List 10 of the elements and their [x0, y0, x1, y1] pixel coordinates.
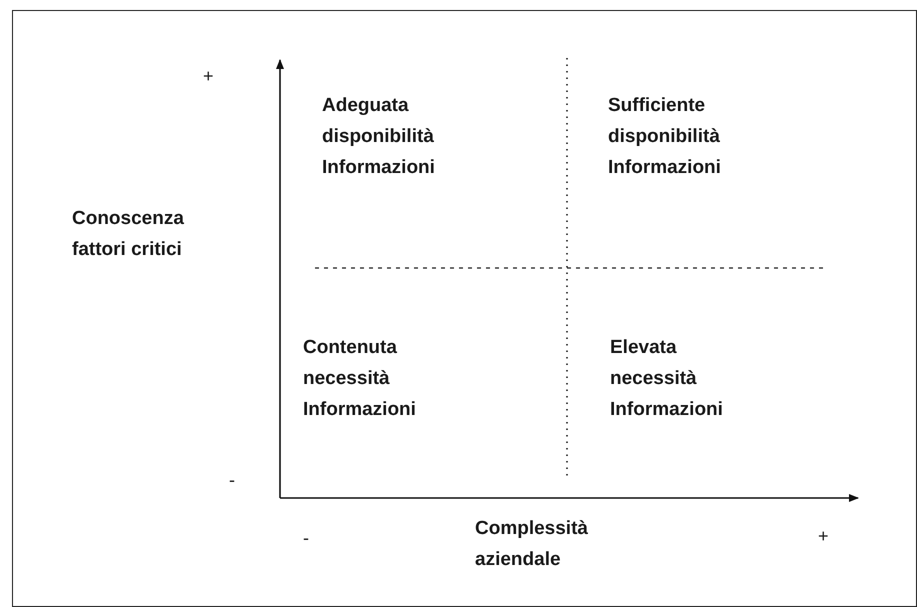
quadrant-label: Sufficiente disponibilità Informazioni — [608, 94, 722, 180]
minus-sign: - — [303, 528, 310, 548]
axis-title: Conoscenza fattori critici — [72, 207, 185, 262]
plus-sign: + — [203, 66, 215, 86]
quadrant-label: Elevata necessità Informazioni — [610, 336, 724, 422]
plus-sign: + — [818, 526, 830, 546]
quadrant-label: Contenuta necessità Informazioni — [303, 336, 417, 422]
quadrant-label: Adeguata disponibilità Informazioni — [322, 94, 436, 180]
axis-title: Complessità aziendale — [475, 517, 589, 572]
minus-sign: - — [229, 470, 236, 490]
